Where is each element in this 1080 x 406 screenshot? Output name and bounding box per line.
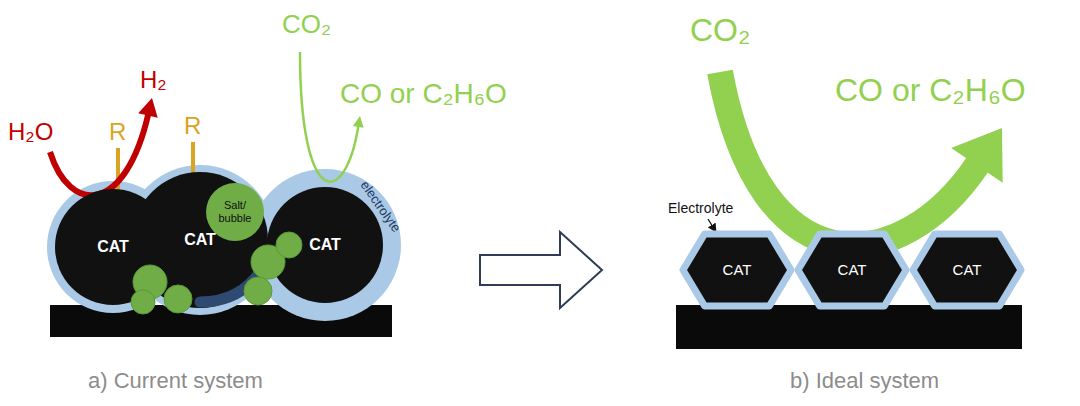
electrolyte-layer: [125, 165, 275, 315]
co2-arrow-head: [951, 128, 1002, 183]
hydrogen-arrow: [50, 114, 148, 196]
salt-bubble: [276, 232, 302, 258]
species-label: CO₂: [282, 10, 331, 40]
electrolyte-coating: [798, 234, 906, 306]
leader-line: [708, 219, 716, 232]
species-label: H₂: [140, 66, 167, 94]
substrate: [676, 305, 1022, 349]
node-label: CAT: [723, 261, 752, 278]
co2-arrow-head: [353, 116, 364, 128]
node-label: Salt/ bubble: [213, 199, 257, 224]
node-label: CAT: [309, 236, 341, 254]
product-label: CO or C₂H₆O: [835, 72, 1026, 109]
salt-bubble: [164, 285, 192, 313]
r-group-label: R: [109, 118, 126, 146]
hydrogen-arrow-head: [138, 98, 157, 118]
node-label: CAT: [838, 261, 867, 278]
node-label: CAT: [184, 231, 216, 249]
node-label: CAT: [953, 261, 982, 278]
co2-arrow: [300, 52, 359, 182]
salt-bubble: [131, 290, 155, 314]
catalyst-hexagon: CAT: [683, 234, 791, 306]
salt-bubble: [244, 277, 272, 305]
species-label: CO₂: [690, 12, 750, 49]
transition-arrow: [480, 232, 602, 308]
catalyst-hexagon: CAT: [913, 234, 1021, 306]
r-group-label: R: [184, 112, 201, 140]
catalyst-hexagon: CAT: [798, 234, 906, 306]
panel-caption: a) Current system: [88, 368, 263, 393]
electrolyte-label: Electrolyte: [668, 200, 733, 216]
species-label: H₂O: [8, 118, 53, 146]
node-label: CAT: [97, 238, 129, 256]
product-label: CO or C₂H₆O: [340, 78, 507, 110]
electrolyte-coating: [683, 234, 791, 306]
electrolyte-coating: [913, 234, 1021, 306]
panel-caption: b) Ideal system: [790, 368, 939, 393]
r-group-line: [191, 142, 195, 174]
